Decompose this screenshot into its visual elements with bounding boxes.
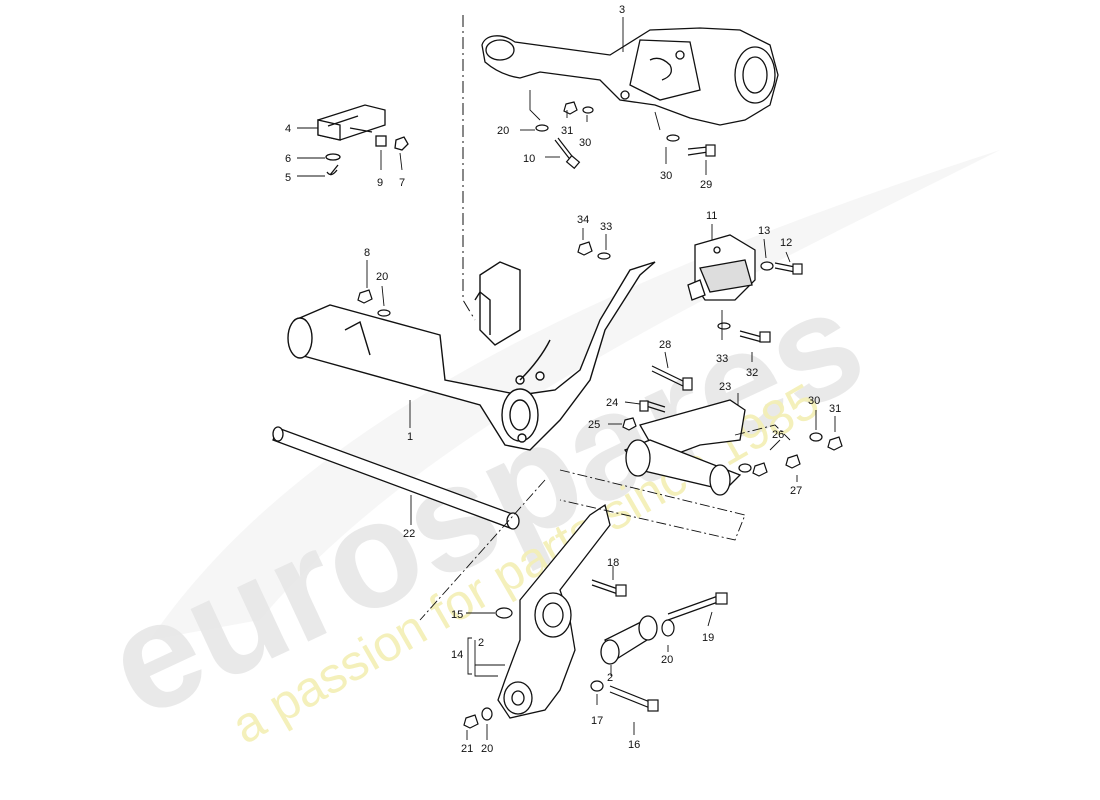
callout-19: 19 [702,632,714,644]
callout-20-mid: 20 [376,271,388,283]
leader-lines [297,17,836,740]
torsion-bar-part [272,426,520,530]
callout-20-low: 20 [661,654,673,666]
spring-plate-part [623,399,746,496]
callout-10: 10 [523,153,535,165]
callout-7: 7 [399,177,405,189]
bracket-14 [467,637,472,675]
callout-20-top: 20 [497,125,509,137]
callout-24: 24 [606,397,618,409]
callout-30-right: 30 [808,395,820,407]
assembly-boundaries [419,424,791,621]
callout-22: 22 [403,528,415,540]
callout-20-bottom: 20 [481,743,493,755]
callout-30-mid: 30 [660,170,672,182]
rubber-mount-part [687,234,756,301]
callout-27: 27 [790,485,802,497]
callout-14: 14 [451,649,463,661]
callout-13: 13 [758,225,770,237]
lower-arm-part [497,503,611,719]
callout-17: 17 [591,715,603,727]
callout-2-bushing: 2 [607,672,613,684]
callout-5: 5 [285,172,291,184]
callout-15: 15 [451,609,463,621]
callout-23: 23 [719,381,731,393]
callout-3: 3 [619,4,625,16]
callout-30-top: 30 [579,137,591,149]
callout-33-top: 33 [600,221,612,233]
callout-26: 26 [772,429,784,441]
callout-8: 8 [364,247,370,259]
bushing-part [600,615,658,665]
mount-block-part [317,104,409,176]
callout-labels: 3 4 6 5 9 7 20 31 30 10 30 29 11 34 33 1… [285,4,841,755]
trailing-arm-part [287,261,656,451]
callout-1: 1 [407,431,413,443]
callout-11: 11 [706,210,717,222]
callout-6: 6 [285,153,291,165]
callout-4: 4 [285,123,291,135]
callout-18: 18 [607,557,619,569]
callout-28: 28 [659,339,671,351]
watermark-swoosh [150,150,1000,640]
callout-31-right: 31 [829,403,841,415]
fasteners [357,101,843,729]
callout-32: 32 [746,367,758,379]
callout-31-top: 31 [561,125,573,137]
hub-carrier-part [481,27,779,126]
callout-25: 25 [588,419,600,431]
callout-12: 12 [780,237,792,249]
callout-16: 16 [628,739,640,751]
callout-21: 21 [461,743,473,755]
callout-2-bracket: 2 [478,637,484,649]
callout-33-low: 33 [716,353,728,365]
callout-29: 29 [700,179,712,191]
callout-9: 9 [377,177,383,189]
centre-line [462,15,476,321]
callout-34: 34 [577,214,589,226]
